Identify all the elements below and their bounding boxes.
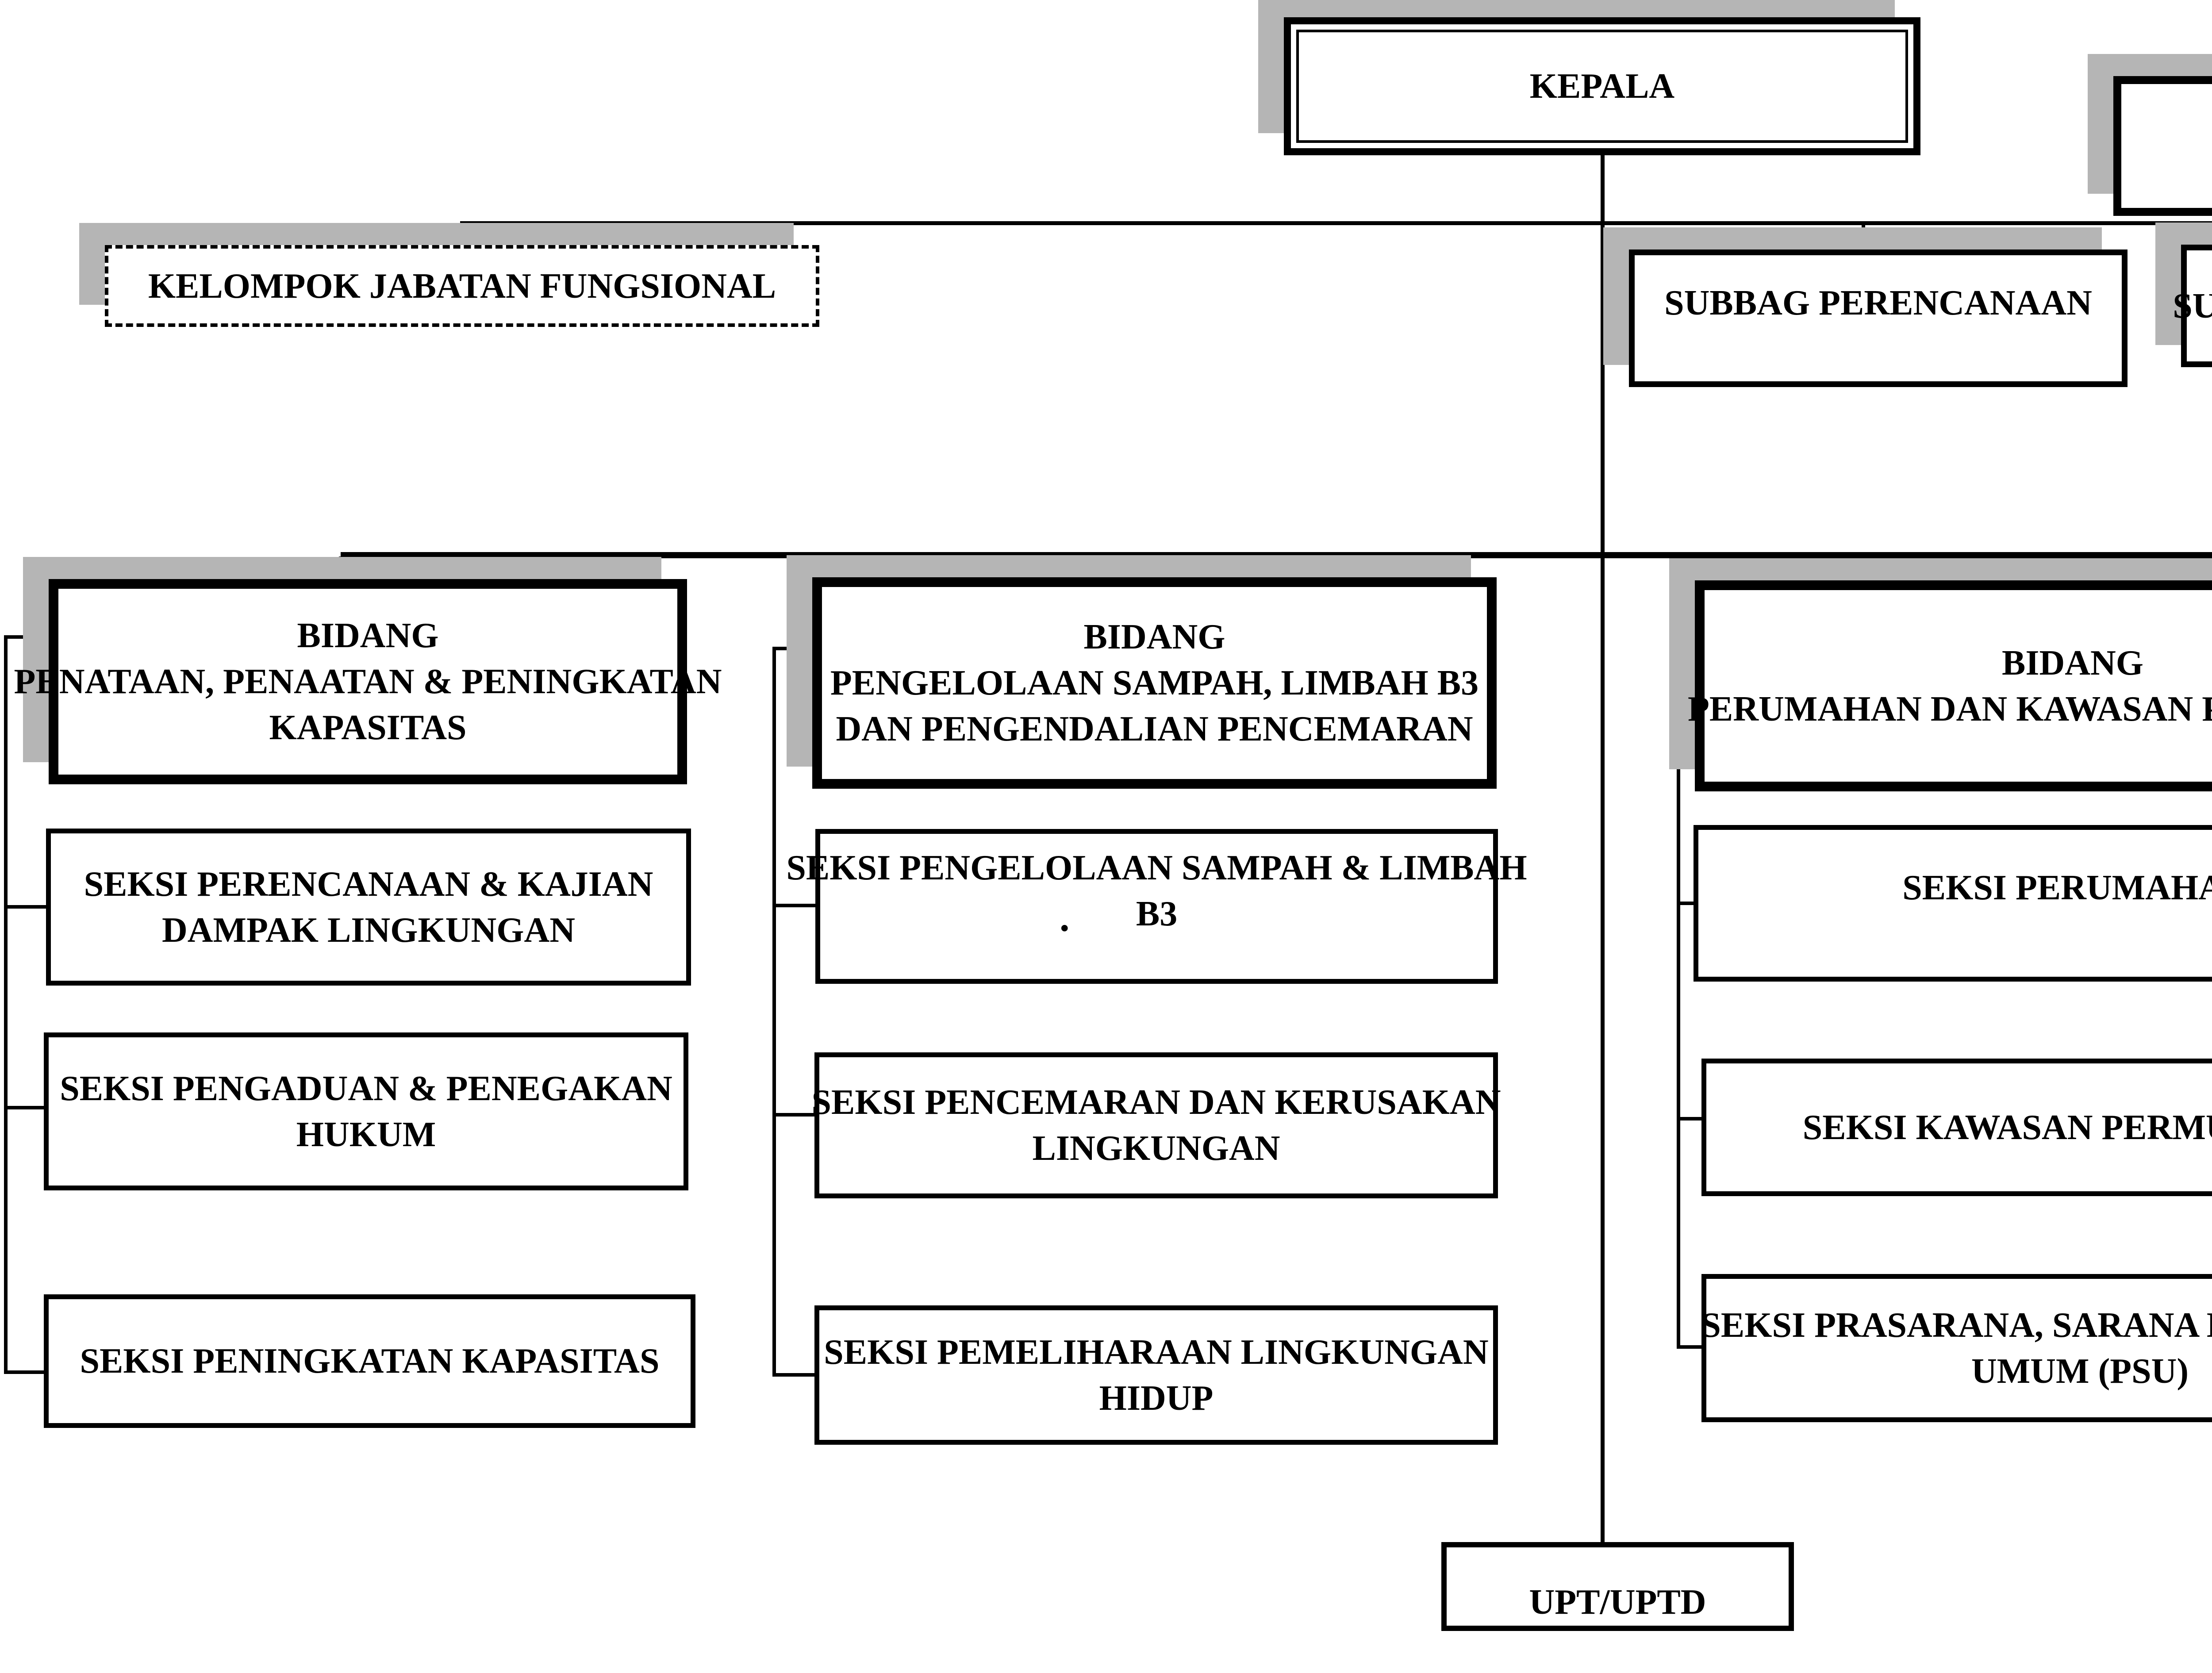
connector-col1-top-stub xyxy=(4,635,50,639)
node-subbag-keuangan-aset-label: SUBBAG KEUANGAN DAN ASET xyxy=(2173,286,2212,326)
node-bidang-penataan: BIDANG PENATAAN, PENAATAN & PENINGKATAN … xyxy=(14,579,722,784)
connector-col1-seksi3-stub xyxy=(4,1370,45,1374)
connector-bidang1-stub xyxy=(339,556,343,582)
node-bidang-pengelolaan-sampah-label: BIDANG PENGELOLAAN SAMPAH, LIMBAH B3 DAN… xyxy=(830,618,1479,748)
connector-subbag1-stub xyxy=(1862,223,1865,253)
node-seksi-peningkatan-kapasitas-label: SEKSI PENINGKATAN KAPASITAS xyxy=(80,1342,660,1381)
node-subbag-perencanaan: SUBBAG PERENCANAAN xyxy=(1629,249,2128,387)
connector-col3-spine xyxy=(1677,663,1680,1349)
node-seksi-perencanaan-kajian-label: SEKSI PERENCANAAN & KAJIAN DAMPAK LINGKU… xyxy=(84,864,653,950)
connector-col2-seksi3-stub xyxy=(772,1373,815,1377)
node-bidang-perumahan: BIDANG PERUMAHAN DAN KAWASAN PERMUKIMAN xyxy=(1688,580,2212,791)
node-seksi-pemeliharaan-lingkungan: SEKSI PEMELIHARAAN LINGKUNGAN HIDUP xyxy=(814,1305,1498,1445)
connector-col3-seksi3-stub xyxy=(1677,1345,1702,1349)
node-seksi-pengaduan-penegakan: SEKSI PENGADUAN & PENEGAKAN HUKUM xyxy=(44,1032,688,1190)
connector-col2-seksi1-stub xyxy=(772,904,816,907)
node-seksi-pengelolaan-sampah-limbah-label: SEKSI PENGELOLAAN SAMPAH & LIMBAH B3 xyxy=(786,848,1527,933)
node-bidang-perumahan-label: BIDANG PERUMAHAN DAN KAWASAN PERMUKIMAN xyxy=(1688,643,2212,729)
node-seksi-kawasan-permukiman-label: SEKSI KAWASAN PERMUKIMAN xyxy=(1802,1108,2212,1147)
node-seksi-pencemaran-kerusakan: SEKSI PENCEMARAN DAN KERUSAKAN LINGKUNGA… xyxy=(811,1052,1501,1198)
node-seksi-prasarana-sarana-utilitas-label: SEKSI PRASARANA, SARANA DAN UTILITAS UMU… xyxy=(1701,1305,2212,1391)
node-subbag-keuangan-aset: SUBBAG KEUANGAN DAN ASET xyxy=(2173,245,2212,367)
connector-kelompok-stub xyxy=(460,221,464,250)
node-kelompok-jabatan-fungsional: KELOMPOK JABATAN FUNGSIONAL xyxy=(105,245,819,327)
node-upt-uptd-label: UPT/UPTD xyxy=(1529,1582,1706,1622)
connector-col2-seksi2-stub xyxy=(772,1113,815,1117)
node-kepala: KEPALA xyxy=(1284,17,1920,155)
node-bidang-penataan-label: BIDANG PENATAAN, PENAATAN & PENINGKATAN … xyxy=(14,616,722,747)
node-seksi-pengaduan-penegakan-label: SEKSI PENGADUAN & PENEGAKAN HUKUM xyxy=(60,1069,672,1154)
connector-kepala-vline xyxy=(1601,155,1605,1542)
node-seksi-kawasan-permukiman: SEKSI KAWASAN PERMUKIMAN xyxy=(1701,1059,2212,1196)
node-subbag-perencanaan-label: SUBBAG PERENCANAAN xyxy=(1664,283,2092,322)
connector-col1-spine xyxy=(4,635,8,1374)
connector-col1-seksi1-stub xyxy=(4,905,47,909)
node-seksi-pengelolaan-sampah-limbah: SEKSI PENGELOLAAN SAMPAH & LIMBAH B3 xyxy=(786,829,1527,984)
node-seksi-perumahan: SEKSI PERUMAHAN xyxy=(1694,825,2212,982)
node-seksi-prasarana-sarana-utilitas: SEKSI PRASARANA, SARANA DAN UTILITAS UMU… xyxy=(1701,1274,2212,1422)
connector-col3-seksi2-stub xyxy=(1677,1117,1702,1120)
stray-dot: . xyxy=(1060,896,1070,940)
connector-bidang3-stub xyxy=(2068,556,2072,583)
node-bidang-pengelolaan-sampah: BIDANG PENGELOLAAN SAMPAH, LIMBAH B3 DAN… xyxy=(812,577,1497,789)
node-seksi-peningkatan-kapasitas: SEKSI PENINGKATAN KAPASITAS xyxy=(44,1294,695,1428)
connector-bidang-hline xyxy=(341,552,2212,558)
connector-col1-seksi2-stub xyxy=(4,1106,45,1109)
connector-col3-top-stub xyxy=(1677,663,1696,667)
connector-col2-spine xyxy=(772,647,776,1377)
connector-col3-seksi1-stub xyxy=(1677,902,1694,905)
connector-bidang2-stub xyxy=(1102,556,1106,581)
node-sekretaris: SEKRETARIS xyxy=(2113,76,2212,216)
node-kepala-label: KEPALA xyxy=(1529,67,1675,106)
node-upt-uptd: UPT/UPTD xyxy=(1441,1542,1794,1631)
connector-subbag-hline xyxy=(460,221,2212,225)
node-kelompok-label: KELOMPOK JABATAN FUNGSIONAL xyxy=(148,266,776,306)
node-seksi-pemeliharaan-lingkungan-label: SEKSI PEMELIHARAAN LINGKUNGAN HIDUP xyxy=(824,1332,1489,1418)
connector-col2-top-stub xyxy=(772,647,813,650)
node-seksi-perumahan-label: SEKSI PERUMAHAN xyxy=(1902,868,2212,907)
node-seksi-pencemaran-kerusakan-label: SEKSI PENCEMARAN DAN KERUSAKAN LINGKUNGA… xyxy=(811,1083,1501,1168)
node-seksi-perencanaan-kajian: SEKSI PERENCANAAN & KAJIAN DAMPAK LINGKU… xyxy=(46,829,691,986)
